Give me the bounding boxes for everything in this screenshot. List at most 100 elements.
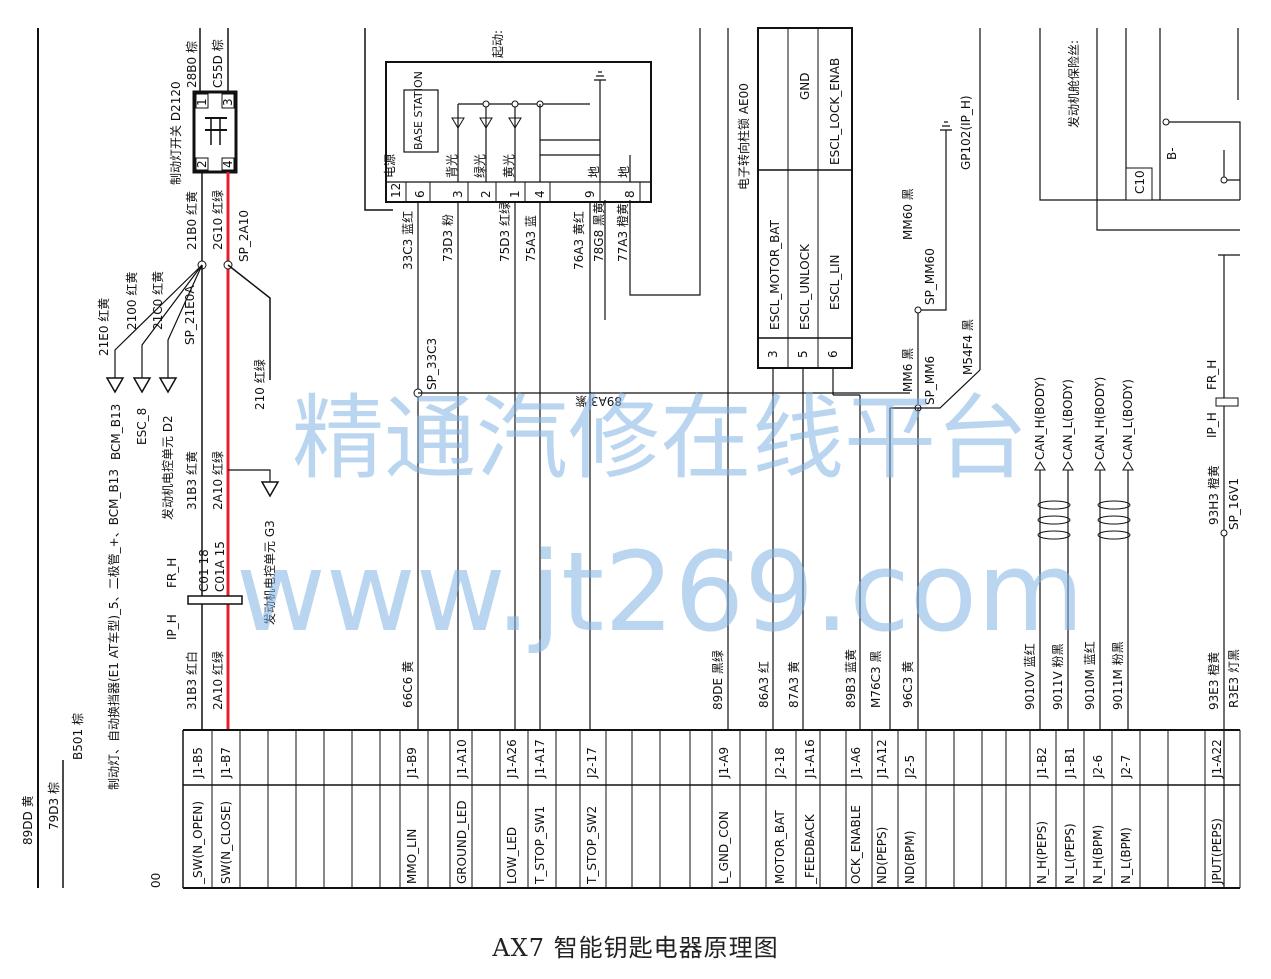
splice-mm60: SP_MM60 — [923, 248, 937, 305]
connector-pin-6: J2-17 — [585, 747, 599, 779]
brake-pin-1: 1 — [195, 98, 209, 106]
c10-label: C10 — [1133, 170, 1147, 194]
module-title: 制动灯、自动换挡器(E1 AT车型)_5、二极管_+、BCM_B13 — [106, 469, 121, 790]
base-pin-7: 8 — [623, 190, 637, 198]
left-ip-h: IP_H — [165, 614, 179, 640]
escl-box — [757, 27, 853, 369]
connector-signal-0: _SW(N_OPEN) — [191, 801, 205, 885]
connector-pin-5: J1-A17 — [533, 739, 547, 779]
can-wire-1: 9011V 粉黑 — [1051, 643, 1065, 710]
wire-21b0: 21B0 红黄 — [184, 191, 199, 250]
zero-label: 00 — [149, 873, 163, 888]
wire-mm60: MM60 黑 — [901, 188, 915, 240]
ground-79d3-label: 79D3 棕 — [46, 782, 61, 830]
connector-table: J1-B5_SW(N_OPEN)J1-B7SW(N_CLOSE)J1-B9MMO… — [182, 729, 1241, 889]
brake-switch-title: 制动灯开关 D2120 — [169, 81, 183, 185]
base-pin-name-3: 黄光 — [502, 154, 516, 178]
connector-signal-9: _FEEDBACK — [803, 813, 817, 885]
connector-pin-0: J1-B5 — [191, 747, 205, 779]
escl-pin-2: 6 — [826, 350, 840, 358]
b-minus: B- — [1165, 147, 1179, 160]
wire-96c3: 96C3 黄 — [901, 661, 915, 708]
right-ip-h: IP_H — [1205, 412, 1219, 438]
brake-pin-2: 2 — [195, 160, 209, 168]
escl-signal-0: ESCL_MOTOR_BAT — [768, 219, 782, 330]
wire-66c6: 66C6 黄 — [401, 661, 415, 708]
escl-pins: 3 5 6 — [766, 350, 840, 358]
can-wire-3: 9011M 粉黑 — [1111, 641, 1125, 710]
splice-2a10: SP_2A10 — [237, 210, 251, 262]
branch-2100: 2100 红黄 — [124, 272, 139, 330]
wire-76a3: 76A3 黄红 — [571, 211, 586, 270]
dest-ecu-g3: 发动机电控单元 G3 — [262, 520, 277, 625]
splice-mm6: SP_MM6 — [923, 356, 937, 405]
connector-pin-16: J2-7 — [1119, 755, 1133, 779]
dest-esc: ESC_8 — [135, 408, 149, 445]
right-fr-h: FR_H — [1205, 360, 1219, 390]
wire-2a10-bot: 2A10 红绿 — [210, 651, 225, 710]
connector-signal-4: LOW_LED — [505, 827, 519, 884]
c01-18: C01 18 — [197, 549, 211, 592]
diagram-caption: AX7 智能钥匙电器原理图 — [492, 934, 779, 962]
connector-signal-14: N_L(PEPS) — [1063, 823, 1077, 884]
connector-signal-15: N_H(BPM) — [1091, 825, 1105, 884]
brake-pin-3: 3 — [221, 98, 235, 106]
base-pin-name-0: 电源 — [383, 154, 397, 178]
connector-pin-11: J1-A12 — [875, 739, 889, 779]
wire-2g10: 2G10 红绿 — [210, 190, 225, 250]
wire-r3e3: R3E3 灯黑 — [1227, 649, 1241, 708]
connector-signal-13: N_H(PEPS) — [1035, 821, 1049, 884]
connector-signal-7: L_GND_CON — [717, 811, 731, 884]
branch-21e0: 21E0 红黄 — [96, 298, 111, 356]
wire-93e3: 93E3 橙黄 — [1206, 652, 1221, 710]
wire-86a3: 86A3 红 — [756, 661, 771, 708]
b501-label: B501 棕 — [70, 713, 85, 760]
connector-pin-13: J1-B2 — [1035, 747, 1049, 779]
connector-signal-1: SW(N_CLOSE) — [219, 801, 233, 884]
connector-pin-3: J1-A10 — [455, 739, 469, 779]
wire-2a10-top: 2A10 红绿 — [210, 451, 225, 510]
ground-89dd-label: 89DD 黄 — [21, 795, 35, 845]
connector-signal-11: ND(PEPS) — [875, 827, 889, 884]
base-pin-2: 3 — [451, 190, 465, 198]
connector-pin-15: J2-6 — [1091, 755, 1105, 779]
wire-m54f4: M54F4 黑 — [961, 319, 975, 375]
can-label-0: CAN_H(BODY) — [1033, 377, 1047, 460]
fuse-title: 发动机舱保险丝: — [1066, 40, 1081, 128]
connector-signal-10: OCK_ENABLE — [849, 805, 863, 884]
wire-75a3: 75A3 蓝 — [524, 215, 538, 262]
base-pin-name-1: 背光 — [445, 154, 459, 178]
escl-ground: GP102(IP_H) — [959, 95, 973, 170]
connector-signal-17: JPUT(PEPS) — [1210, 818, 1224, 885]
escl-pin-0: 3 — [766, 350, 780, 358]
base-pin-5: 4 — [533, 190, 547, 198]
branch-21c0: 21C0 红黄 — [150, 271, 165, 330]
can-wire-0: 9010V 蓝红 — [1022, 643, 1037, 710]
connector-pin-4: J1-A26 — [505, 739, 519, 779]
splice-21e0a: SP_21E0A — [183, 285, 197, 345]
connector-signal-6: T_STOP_SW2 — [585, 806, 599, 885]
connector-signal-3: GROUND_LED — [455, 800, 469, 884]
connector-pin-10: J1-A6 — [849, 747, 863, 779]
base-pin-6: 9 — [583, 190, 597, 198]
escl-pin-1: 5 — [796, 350, 810, 358]
connector-pin-7: J1-A9 — [717, 747, 731, 779]
connector-pin-14: J1-B1 — [1063, 747, 1077, 779]
base-station-wires — [417, 202, 591, 730]
connector-pin-12: J2-5 — [903, 755, 917, 779]
connector-signal-8: MOTOR_BAT — [773, 810, 787, 884]
connector-pin-2: J1-B9 — [405, 747, 419, 779]
can-label-3: CAN_L(BODY) — [1121, 379, 1135, 460]
wire-31b3-top: 31B3 红黄 — [184, 451, 199, 510]
base-station-side-title: 起动: — [491, 30, 505, 58]
escl-signal-4: ESCL_LOCK_ENAB — [828, 58, 842, 165]
base-pin-0: 12 — [389, 183, 403, 198]
connector-pin-17: J1-A22 — [1210, 739, 1224, 779]
escl-signal-2: ESCL_LIN — [828, 255, 842, 310]
c01a-15: C01A 15 — [213, 541, 227, 592]
wire-87a3: 87A3 黄 — [787, 661, 801, 708]
wire-93h3: 93H3 橙黄 — [1206, 465, 1221, 525]
